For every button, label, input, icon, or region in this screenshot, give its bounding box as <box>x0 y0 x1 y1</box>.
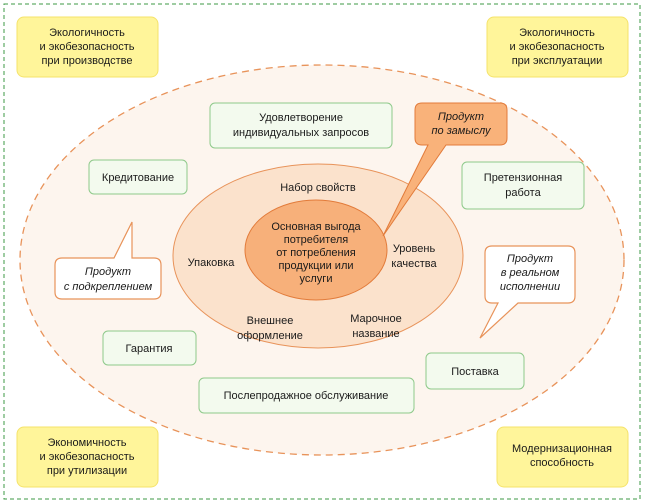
corner-top-right-line-2: и экобезопасность <box>510 41 605 53</box>
callout-actual-line-3: исполнении <box>500 281 560 293</box>
callout-by-design-line-1: Продукт <box>438 111 484 123</box>
callout-actual-line-1: Продукт <box>507 253 553 265</box>
label-appearance-line-2: оформление <box>237 330 303 342</box>
box-satisfaction-line-2: индивидуальных запросов <box>233 127 369 139</box>
box-satisfaction: Удовлетворение индивидуальных запросов <box>209 102 393 149</box>
corner-top-right: Экологичность и экобезопасность при эксп… <box>486 16 629 78</box>
core-line-5: услуги <box>300 273 333 285</box>
box-claims-line-2: работа <box>505 187 541 199</box>
core-line-4: продукции или <box>278 260 353 272</box>
dashed-frame <box>3 3 641 500</box>
callout-reinforced: Продукт с подкреплением <box>54 221 162 300</box>
core-line-2: потребителя <box>284 234 349 246</box>
corner-top-right-line-1: Экологичность <box>519 27 595 39</box>
box-crediting-label: Кредитование <box>102 172 174 184</box>
corner-top-left-line-1: Экологичность <box>49 27 125 39</box>
label-appearance-line-1: Внешнее <box>247 315 294 327</box>
label-packaging: Упаковка <box>188 257 236 269</box>
corner-top-left-line-3: при производстве <box>41 55 132 67</box>
callout-actual-line-2: в реальном <box>501 267 560 279</box>
box-aftersales-label: Послепродажное обслуживание <box>224 390 389 402</box>
callout-by-design-line-2: по замыслу <box>431 125 492 137</box>
core-benefit-ellipse <box>244 199 388 301</box>
box-crediting: Кредитование <box>88 159 188 195</box>
corner-top-right-line-3: при эксплуатации <box>512 55 603 67</box>
callout-by-design: Продукт по замыслу <box>382 102 508 237</box>
box-claims-line-1: Претензионная <box>484 172 562 184</box>
box-satisfaction-line-1: Удовлетворение <box>259 112 343 124</box>
box-warranty-label: Гарантия <box>126 343 173 355</box>
label-brand-line-2: название <box>352 328 399 340</box>
corner-bottom-right-line-2: способность <box>530 457 594 469</box>
core-line-1: Основная выгода <box>271 221 361 233</box>
box-delivery-label: Поставка <box>451 366 499 378</box>
callout-reinforced-line-2: с подкреплением <box>64 281 153 293</box>
corner-top-left: Экологичность и экобезопасность при прои… <box>16 16 159 78</box>
corner-bottom-right-line-1: Модернизационная <box>512 443 612 455</box>
box-delivery: Поставка <box>425 352 525 390</box>
label-brand-line-1: Марочное <box>350 313 401 325</box>
label-properties: Набор свойств <box>280 182 356 194</box>
label-quality-line-2: качества <box>391 258 437 270</box>
corner-bottom-left-line-2: и экобезопасность <box>40 451 135 463</box>
corner-bottom-left: Экономичность и экобезопасность при утил… <box>16 426 159 488</box>
box-claims: Претензионная работа <box>461 161 585 210</box>
box-warranty: Гарантия <box>102 330 197 366</box>
corner-bottom-left-line-3: при утилизации <box>47 465 127 477</box>
core-line-3: от потребления <box>276 247 356 259</box>
box-aftersales: Послепродажное обслуживание <box>198 377 415 414</box>
corner-bottom-right: Модернизационная способность <box>496 426 629 488</box>
callout-actual: Продукт в реальном исполнении <box>479 245 576 339</box>
callout-reinforced-line-1: Продукт <box>85 266 131 278</box>
corner-top-left-line-2: и экобезопасность <box>40 41 135 53</box>
corner-bottom-left-line-1: Экономичность <box>47 437 126 449</box>
label-quality-line-1: Уровень <box>393 243 436 255</box>
